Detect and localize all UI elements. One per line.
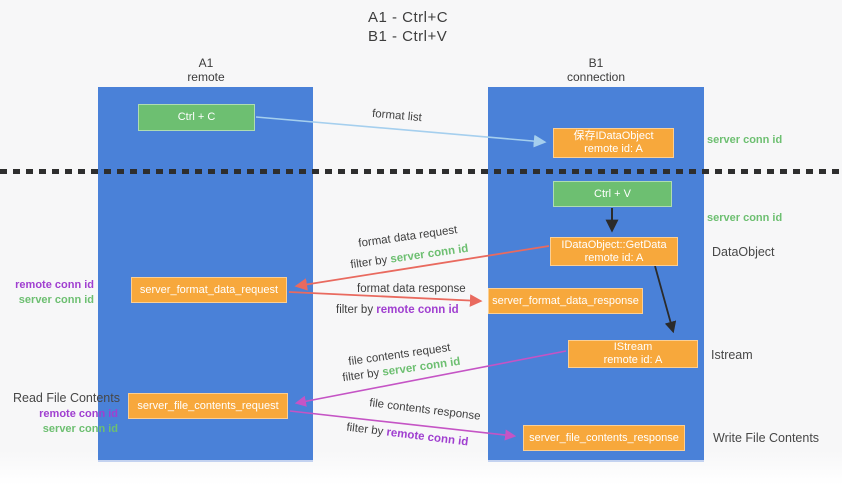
node-save-dataobject-line1: 保存IDataObject [573,130,654,142]
lifeline-header-a1: A1 remote [98,56,314,84]
label-format-list: format list [371,107,423,125]
dotted-separator [0,169,842,174]
lifeline-a1-name: A1 [198,56,214,70]
filter-by-text: filter by [345,421,384,438]
node-save-dataobject: 保存IDataObject remote id: A [553,128,674,158]
node-istream-line2: remote id: A [603,354,663,366]
filter-by-text: filter by [341,367,381,385]
node-server-file-contents-response: server_file_contents_response [523,425,685,451]
left-label-read-file-contents: Read File Contents [12,391,120,405]
left-bottom-conn-id-stack: remote conn id server conn id [39,407,118,437]
left-mid-conn-id-stack: remote conn id server conn id [15,278,94,308]
filter-key-server-conn-id: server conn id [389,242,470,266]
node-ctrl-c-label: Ctrl + C [177,111,216,123]
node-server-format-data-request: server_format_data_request [131,277,287,303]
left-bottom-remote-conn-id: remote conn id [39,408,118,420]
filter-key-remote-conn-id: remote conn id [385,426,469,449]
node-istream-line1: IStream [613,341,653,353]
label-format-data-response: format data response [357,283,466,295]
right-label-server-conn-id-top: server conn id [707,134,783,146]
left-bottom-server-conn-id: server conn id [42,423,118,435]
title-line-b1: B1 - Ctrl+V [368,28,448,45]
node-format-request-label: server_format_data_request [139,283,279,296]
filter-by-text: filter by [336,304,374,316]
node-getdata-line2: remote id: A [584,251,644,264]
label-filter-format-response: filter by remote conn id [336,304,459,316]
label-file-contents-response: file contents response [368,397,482,423]
diagram-title: A1 - Ctrl+C B1 - Ctrl+V [368,8,448,46]
right-label-dataobject: DataObject [712,245,775,259]
node-getdata-line1: IDataObject::GetData [561,238,667,251]
filter-key-remote-conn-id: remote conn id [376,304,459,316]
label-filter-file-response: filter by remote conn id [346,422,469,449]
left-mid-server-conn-id: server conn id [18,294,94,306]
lifeline-header-b1: B1 connection [488,56,704,84]
right-label-server-conn-id-mid: server conn id [707,212,783,224]
node-server-format-data-response: server_format_data_response [488,288,643,314]
filter-by-text: filter by [349,254,389,272]
node-istream: IStream remote id: A [568,340,698,368]
node-ctrl-c: Ctrl + C [138,104,255,131]
node-save-dataobject-line2: remote id: A [584,143,643,155]
lifeline-b1-role: connection [566,70,626,84]
node-file-request-label: server_file_contents_request [137,399,279,412]
left-mid-remote-conn-id: remote conn id [15,279,94,291]
node-file-response-label: server_file_contents_response [529,431,679,444]
node-ctrl-v-label: Ctrl + V [594,187,631,200]
lifeline-a1-role: remote [187,70,225,84]
right-label-write-file-contents: Write File Contents [713,431,820,445]
node-ctrl-v: Ctrl + V [553,181,672,207]
node-server-file-contents-request: server_file_contents_request [128,393,288,419]
node-idataobject-getdata: IDataObject::GetData remote id: A [550,237,678,266]
lifeline-b1-name: B1 [588,56,604,70]
right-label-istream: Istream [711,348,753,362]
title-line-a1: A1 - Ctrl+C [368,9,449,26]
node-format-response-label: server_format_data_response [492,294,639,307]
